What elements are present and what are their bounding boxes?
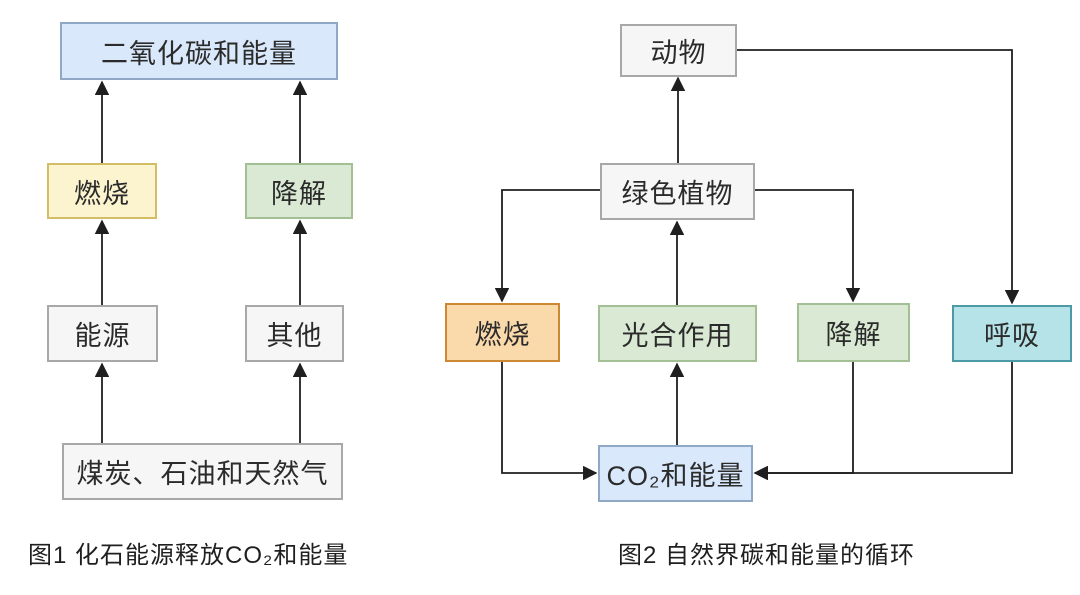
node-label: 降解 [271,178,327,209]
figure1-caption: 图1 化石能源释放CO₂和能量 [28,542,349,569]
node-degradation-d1: 降解 [245,163,353,219]
node-label: 能源 [74,321,131,351]
node-co2-and-energy-d2: CO₂和能量 [598,445,753,502]
figure2-caption: 图2 自然界碳和能量的循环 [618,542,916,569]
node-label: 降解 [825,320,882,350]
node-label: CO₂和能量 [606,461,745,491]
node-combustion-d1: 燃烧 [47,163,157,219]
node-co2-and-energy-d1: 二氧化碳和能量 [60,22,338,80]
node-degradation-d2: 降解 [797,303,910,362]
node-green-plants: 绿色植物 [600,163,755,220]
arrow-degradation-to-co2-d2 [753,362,854,481]
node-fossil-fuels: 煤炭、石油和天然气 [62,443,343,500]
node-label: 煤炭、石油和天然气 [76,459,329,489]
node-animals: 动物 [620,24,737,77]
node-label: 二氧化碳和能量 [101,38,297,69]
node-label: 动物 [650,38,707,68]
arrow-combustion-to-co2-d2 [501,362,598,481]
node-respiration: 呼吸 [952,305,1072,362]
arrow-respiration-to-co2 [753,362,1013,481]
node-label: 燃烧 [474,320,531,350]
node-label: 光合作用 [621,321,734,351]
node-label: 燃烧 [74,178,130,209]
arrow-animals-to-respiration [737,49,1020,305]
node-energy-source: 能源 [47,305,158,362]
node-label: 其他 [266,321,323,351]
node-other: 其他 [245,305,344,362]
node-combustion-d2: 燃烧 [445,303,560,362]
node-label: 呼吸 [984,321,1040,351]
node-label: 绿色植物 [621,179,734,209]
arrow-plants-to-combustion [494,189,600,303]
arrow-plants-to-degradation [755,189,861,303]
node-photosynthesis: 光合作用 [598,305,757,362]
